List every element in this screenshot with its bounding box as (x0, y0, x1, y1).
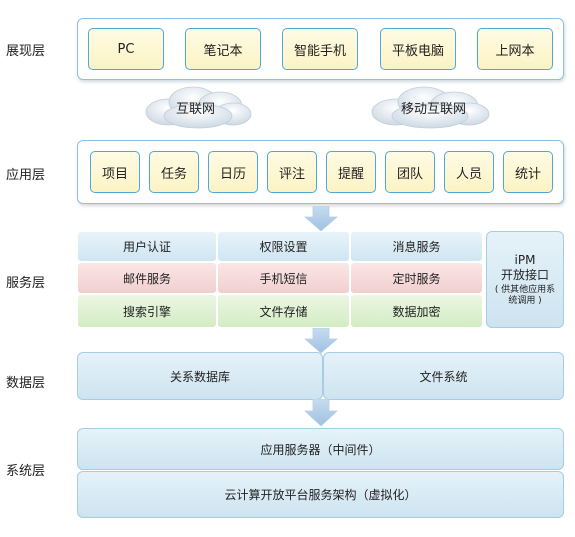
mobile-internet-cloud-icon (371, 86, 490, 129)
application-server: 应用服务器（中间件） (77, 428, 564, 470)
service-sms: 手机短信 (217, 262, 350, 294)
file-system: 文件系统 (323, 352, 564, 400)
service-permissions: 权限设置 (217, 231, 350, 262)
relational-database: 关系数据库 (77, 352, 323, 400)
app-statistics: 统计 (503, 151, 553, 193)
service-mail: 邮件服务 (77, 262, 217, 294)
app-reminder: 提醒 (326, 151, 376, 193)
api-title-open-interface: 开放接口 (500, 267, 549, 282)
layer-label-data: 数据层 (6, 376, 46, 391)
api-title-ipm: iPM (514, 252, 536, 267)
device-netbook: 上网本 (477, 28, 553, 70)
app-people: 人员 (444, 151, 494, 193)
service-search-engine: 搜索引擎 (77, 294, 217, 328)
presentation-panel: PC 笔记本 智能手机 平板电脑 上网本 (77, 18, 564, 80)
network-mobile-internet: 移动互联网 (401, 102, 467, 117)
app-project: 项目 (90, 151, 140, 193)
down-arrow-icon (304, 328, 338, 354)
down-arrow-icon (304, 399, 338, 427)
service-scheduler: 定时服务 (350, 262, 483, 294)
device-laptop: 笔记本 (185, 28, 261, 70)
service-file-storage: 文件存储 (217, 294, 350, 328)
layer-label-system: 系统层 (6, 464, 46, 479)
layer-label-presentation: 展现层 (6, 44, 46, 59)
application-panel: 项目 任务 日历 评注 提醒 团队 人员 统计 (77, 140, 564, 204)
service-panel: 用户认证 权限设置 消息服务 邮件服务 手机短信 定时服务 搜索引擎 文件存储 … (77, 231, 564, 329)
open-api-box: iPM 开放接口 ( 供其他应用系统调用 ) (486, 231, 564, 328)
service-messaging: 消息服务 (350, 231, 483, 262)
layer-label-service: 服务层 (6, 276, 46, 291)
layer-label-application: 应用层 (6, 168, 46, 183)
internet-cloud-icon (145, 86, 252, 129)
app-task: 任务 (149, 151, 199, 193)
device-pc: PC (88, 28, 164, 70)
cloud-platform: 云计算开放平台服务架构（虚拟化） (77, 471, 564, 518)
service-encryption: 数据加密 (350, 294, 483, 328)
device-smartphone: 智能手机 (282, 28, 358, 70)
api-note: ( 供其他应用系统调用 ) (494, 284, 556, 306)
app-calendar: 日历 (208, 151, 258, 193)
app-team: 团队 (385, 151, 435, 193)
service-user-auth: 用户认证 (77, 231, 217, 262)
app-comment: 评注 (267, 151, 317, 193)
down-arrow-icon (304, 206, 338, 232)
device-tablet: 平板电脑 (380, 28, 456, 70)
network-internet: 互联网 (176, 102, 216, 117)
